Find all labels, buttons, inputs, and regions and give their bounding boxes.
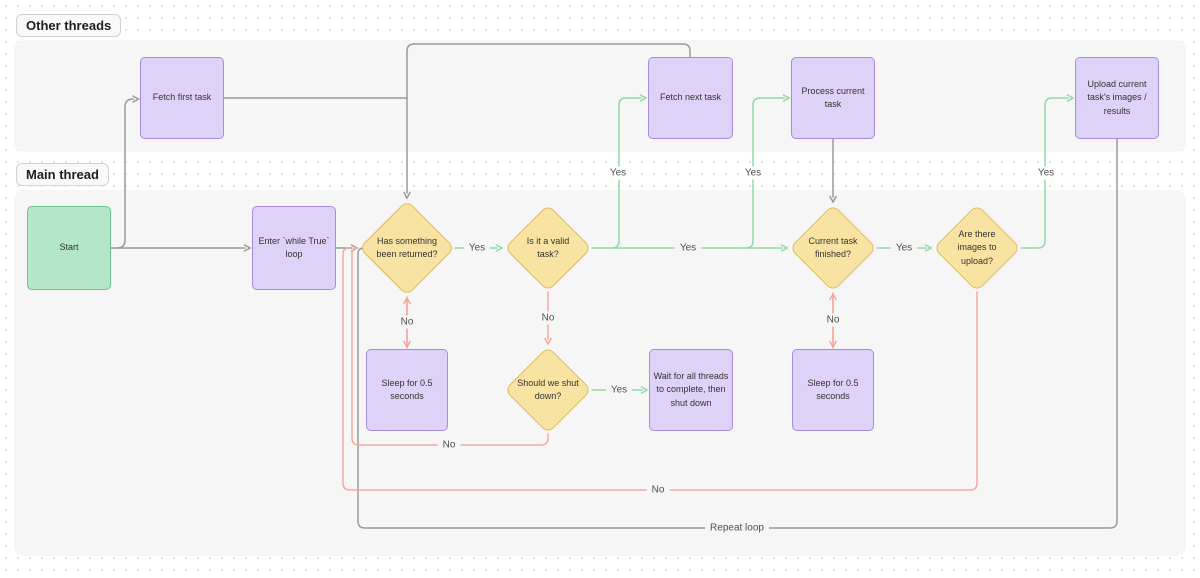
- edge-label-yes-to-fetch-next[interactable]: Yes: [604, 166, 632, 180]
- edge-label-yes-to-process-current[interactable]: Yes: [739, 166, 767, 180]
- edge-shutdown-no-loopback[interactable]: [351, 247, 549, 446]
- node-sleep-task-wait[interactable]: Sleep for 0.5 seconds: [792, 349, 874, 431]
- node-label: Fetch next task: [659, 92, 722, 103]
- node-is-valid-task[interactable]: Is it a valid task?: [504, 204, 592, 292]
- node-label: Fetch first task: [152, 92, 212, 103]
- node-label: Sleep for 0.5 seconds: [807, 377, 859, 401]
- edge-label-yes-shutdown[interactable]: Yes: [605, 383, 633, 397]
- lane-label-other-threads[interactable]: Other threads: [16, 14, 122, 37]
- node-label: Upload current task's images / results: [1087, 79, 1147, 116]
- node-fetch-first-task[interactable]: Fetch first task: [140, 57, 224, 139]
- node-label: Is it a valid task?: [526, 235, 570, 259]
- node-label: Should we shut down?: [517, 377, 579, 401]
- edge-label-yes-to-upload[interactable]: Yes: [1032, 166, 1060, 180]
- node-sleep-no-return[interactable]: Sleep for 0.5 seconds: [366, 349, 448, 431]
- edge-fetch-next-to-has-returned[interactable]: [403, 43, 691, 200]
- edge-repeat-loop[interactable]: [357, 138, 1118, 529]
- node-label: Current task finished?: [808, 235, 858, 259]
- node-label: Wait for all threads to complete, then s…: [653, 371, 729, 408]
- lane-label-main-thread[interactable]: Main thread: [16, 163, 109, 186]
- node-current-task-finished[interactable]: Current task finished?: [789, 204, 877, 292]
- node-images-to-upload[interactable]: Are there images to upload?: [933, 204, 1021, 292]
- edge-images-no-loopback[interactable]: [342, 247, 978, 491]
- node-label: Are there images to upload?: [957, 229, 997, 266]
- node-start[interactable]: Start: [27, 206, 111, 290]
- edge-start-to-fetch-first[interactable]: [116, 95, 141, 249]
- edge-is-valid-yes-to-fetch-next[interactable]: [611, 94, 648, 249]
- node-enter-while-true-loop[interactable]: Enter `while True` loop: [252, 206, 336, 290]
- edge-label-no-task-finished[interactable]: No: [821, 313, 845, 327]
- node-label: Enter `while True` loop: [258, 235, 330, 259]
- edge-label-no-has-returned[interactable]: No: [395, 315, 419, 329]
- edge-label-no-is-valid[interactable]: No: [536, 311, 560, 325]
- node-wait-all-threads[interactable]: Wait for all threads to complete, then s…: [649, 349, 733, 431]
- node-upload-results[interactable]: Upload current task's images / results: [1075, 57, 1159, 139]
- node-fetch-next-task[interactable]: Fetch next task: [648, 57, 733, 139]
- edge-label-yes-task-finished[interactable]: Yes: [890, 241, 918, 255]
- edge-label-yes-is-valid[interactable]: Yes: [674, 241, 702, 255]
- node-has-something-returned[interactable]: Has something been returned?: [358, 199, 456, 297]
- edge-label-no-shutdown-loopback[interactable]: No: [437, 438, 461, 452]
- edge-is-valid-yes-to-process-current[interactable]: [745, 94, 791, 249]
- node-process-current-task[interactable]: Process current task: [791, 57, 875, 139]
- node-label: Start: [59, 242, 79, 253]
- edge-label-no-images-loopback[interactable]: No: [646, 483, 670, 497]
- edge-label-yes-has-returned[interactable]: Yes: [463, 241, 491, 255]
- node-label: Sleep for 0.5 seconds: [381, 377, 433, 401]
- edge-label-repeat-loop[interactable]: Repeat loop: [705, 521, 769, 535]
- node-label: Process current task: [801, 85, 865, 109]
- node-label: Has something been returned?: [376, 235, 438, 259]
- node-should-we-shut-down[interactable]: Should we shut down?: [504, 346, 592, 434]
